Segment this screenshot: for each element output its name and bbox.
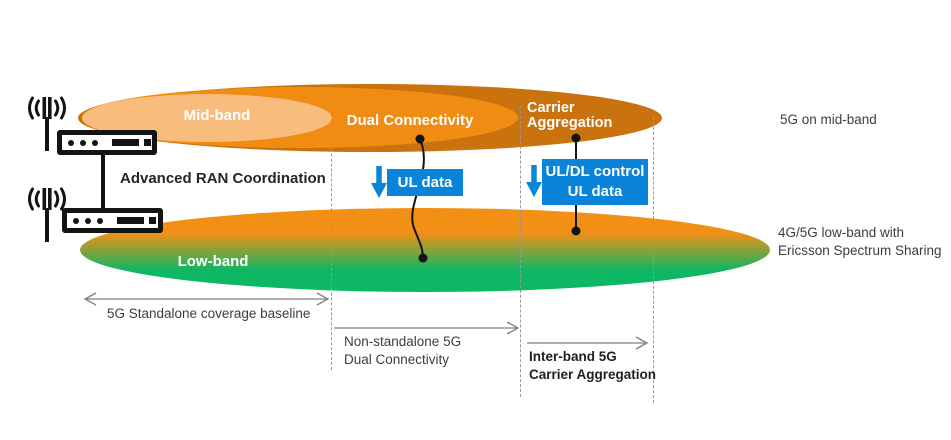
led-dot: [97, 217, 103, 224]
low-band-annotation: 4G/5G low-band with Ericsson Spectrum Sh…: [778, 225, 942, 258]
dual-connectivity-label: Dual Connectivity: [346, 112, 474, 129]
port-square: [149, 217, 156, 224]
baseline-label: 5G Standalone coverage baseline: [107, 306, 311, 321]
carrier-aggregation-label: Carrier Aggregation: [527, 100, 613, 131]
downlink-arrow-icon: [526, 165, 542, 197]
low-band-ellipse: [80, 208, 770, 292]
mid-band-label: Mid-band: [183, 107, 251, 124]
link-dot: [571, 133, 581, 143]
link-dot: [418, 253, 428, 263]
led-dot: [73, 217, 79, 224]
boundary-dashed-line-2: [520, 106, 521, 397]
uldl-control-callout: UL/DL control UL data: [542, 159, 648, 205]
nsa-label: Non-standalone 5G Dual Connectivity: [344, 334, 462, 367]
port-square: [144, 139, 151, 146]
downlink-arrow-icon: [371, 166, 387, 198]
led-dot: [68, 139, 74, 146]
led-dot: [80, 139, 86, 146]
boundary-dashed-line-1: [331, 104, 332, 370]
boundary-dashed-line-3: [653, 117, 654, 403]
led-dot: [92, 139, 98, 146]
low-band-label: Low-band: [177, 253, 249, 270]
link-dot: [415, 134, 425, 144]
antenna-icon: [28, 187, 66, 242]
led-dot: [85, 217, 91, 224]
antenna-icon: [28, 96, 66, 151]
vent-bar: [117, 217, 144, 224]
ran-coordination-link: [101, 153, 105, 210]
dual-connectivity-link-curve: [411, 138, 425, 259]
advanced-ran-coordination-label: Advanced RAN Coordination: [120, 170, 326, 187]
ul-data-callout: UL data: [387, 169, 463, 196]
mid-band-annotation: 5G on mid-band: [780, 112, 877, 127]
inter-band-ca-label: Inter-band 5G Carrier Aggregation: [529, 349, 657, 382]
vent-bar: [112, 139, 139, 146]
link-dot: [571, 226, 581, 236]
baseband-unit-icon: [62, 208, 163, 233]
baseband-unit-icon: [57, 130, 157, 155]
